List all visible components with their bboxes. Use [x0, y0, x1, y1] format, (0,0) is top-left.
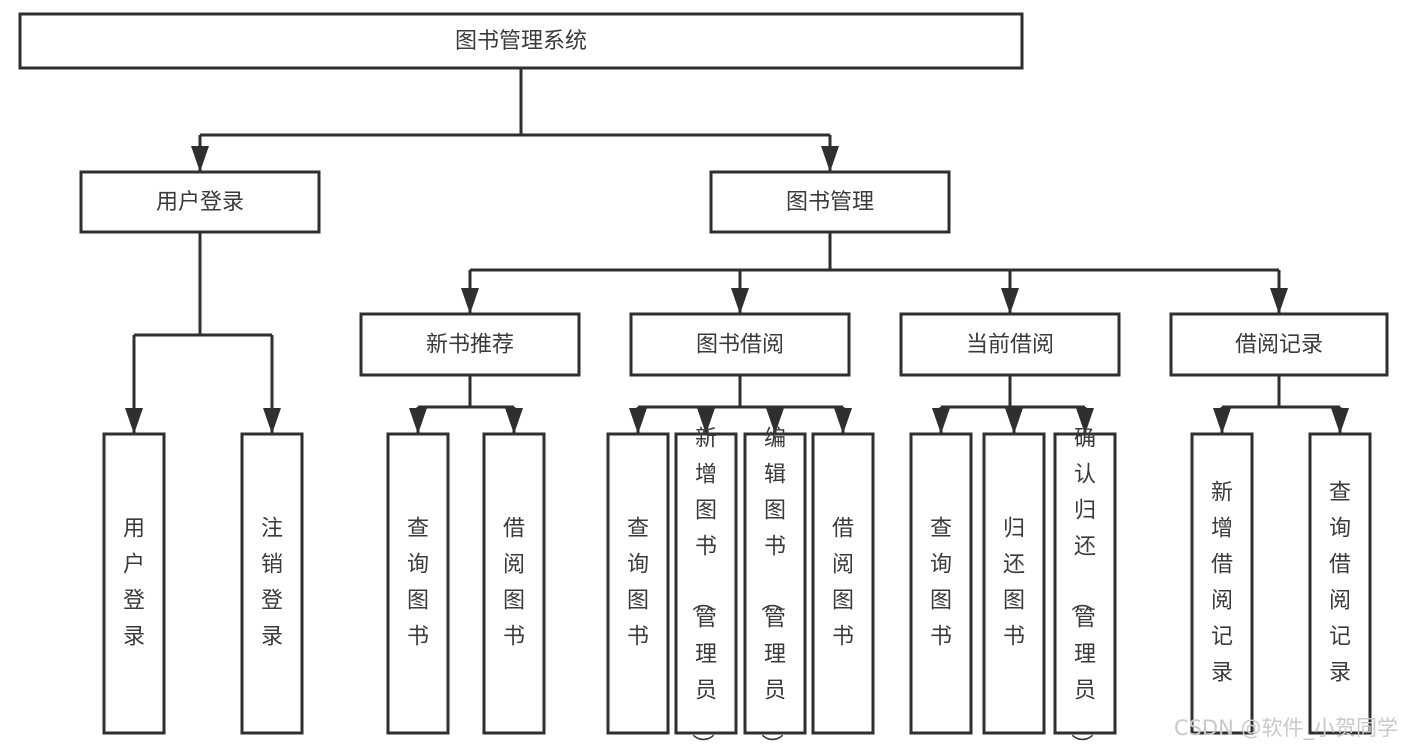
- node-new-book-recommend-label: 新书推荐: [426, 333, 514, 358]
- current-borrow-arrow-2: [1076, 408, 1094, 434]
- node-current-borrow[interactable]: 当前借阅: [899, 312, 1121, 377]
- node-user-login[interactable]: 用户登录: [79, 170, 321, 234]
- node-leaf-query-book-2-label: 查询图书: [627, 517, 649, 650]
- node-leaf-borrow-book-1[interactable]: 借阅图书: [482, 432, 546, 735]
- node-leaf-confirm-return[interactable]: 确认归还（管理员）: [1053, 427, 1117, 747]
- book-borrow-arrow-1: [697, 408, 715, 434]
- node-leaf-add-record[interactable]: 新增借阅记录: [1190, 432, 1254, 735]
- node-leaf-query-record[interactable]: 查询借阅记录: [1308, 432, 1372, 735]
- node-leaf-user-login-label: 用户登录: [123, 517, 145, 650]
- node-borrow-record[interactable]: 借阅记录: [1169, 312, 1389, 377]
- node-leaf-borrow-book-2[interactable]: 借阅图书: [811, 432, 875, 735]
- node-leaf-add-book[interactable]: 新增图书（管理员）: [674, 427, 738, 747]
- node-leaf-return-book-label: 归还图书: [1003, 517, 1025, 650]
- root-arrow-1: [821, 146, 839, 172]
- node-leaf-edit-book[interactable]: 编辑图书（管理员）: [743, 427, 807, 747]
- node-leaf-user-login[interactable]: 用户登录: [102, 432, 166, 735]
- node-leaf-logout-login[interactable]: 注销登录: [240, 432, 304, 735]
- new-book-recommend-arrow-0: [409, 408, 427, 434]
- node-current-borrow-label: 当前借阅: [966, 333, 1054, 358]
- node-leaf-query-record-label: 查询借阅记录: [1329, 481, 1351, 686]
- node-user-login-label: 用户登录: [156, 190, 244, 215]
- node-leaf-edit-book-label: 编辑图书（管理员）: [758, 427, 786, 747]
- connectors-layer: [125, 68, 1349, 434]
- book-manage-arrow-3: [1270, 288, 1288, 314]
- node-leaf-confirm-return-label: 确认归还（管理员）: [1068, 427, 1096, 747]
- user-login-arrow-1: [263, 408, 281, 434]
- node-leaf-query-book-3[interactable]: 查询图书: [909, 432, 973, 735]
- node-title-system[interactable]: 图书管理系统: [18, 12, 1024, 70]
- node-leaf-borrow-book-1-label: 借阅图书: [503, 517, 525, 650]
- book-borrow-arrow-3: [834, 408, 852, 434]
- node-leaf-query-book-1[interactable]: 查询图书: [386, 432, 450, 735]
- borrow-record-arrow-0: [1213, 408, 1231, 434]
- node-leaf-add-record-label: 新增借阅记录: [1211, 481, 1233, 686]
- node-leaf-query-book-1-label: 查询图书: [407, 517, 429, 650]
- node-book-borrow-label: 图书借阅: [696, 333, 784, 358]
- node-leaf-query-book-2[interactable]: 查询图书: [606, 432, 670, 735]
- node-book-borrow[interactable]: 图书借阅: [629, 312, 851, 377]
- book-manage-arrow-2: [1001, 288, 1019, 314]
- node-title-system-label: 图书管理系统: [455, 29, 587, 54]
- book-borrow-arrow-0: [629, 408, 647, 434]
- node-book-manage[interactable]: 图书管理: [709, 170, 951, 234]
- csdn-watermark: CSDN @软件_小贺同学: [1174, 716, 1398, 741]
- borrow-record-arrow-1: [1331, 408, 1349, 434]
- book-borrow-arrow-2: [766, 408, 784, 434]
- node-leaf-borrow-book-2-label: 借阅图书: [832, 517, 854, 650]
- root-arrow-0: [191, 146, 209, 172]
- node-leaf-logout-login-label: 注销登录: [261, 517, 283, 650]
- node-borrow-record-label: 借阅记录: [1235, 333, 1323, 358]
- node-leaf-return-book[interactable]: 归还图书: [982, 432, 1046, 735]
- new-book-recommend-arrow-1: [505, 408, 523, 434]
- node-leaf-add-book-label: 新增图书（管理员）: [689, 427, 717, 747]
- current-borrow-arrow-1: [1005, 408, 1023, 434]
- user-login-arrow-0: [125, 408, 143, 434]
- book-manage-arrow-0: [461, 288, 479, 314]
- node-book-manage-label: 图书管理: [786, 190, 874, 215]
- node-leaf-query-book-3-label: 查询图书: [930, 517, 952, 650]
- book-manage-arrow-1: [731, 288, 749, 314]
- node-new-book-recommend[interactable]: 新书推荐: [359, 312, 581, 377]
- current-borrow-arrow-0: [932, 408, 950, 434]
- boxes-layer: 图书管理系统用户登录图书管理新书推荐图书借阅当前借阅借阅记录用户登录注销登录查询…: [18, 12, 1389, 747]
